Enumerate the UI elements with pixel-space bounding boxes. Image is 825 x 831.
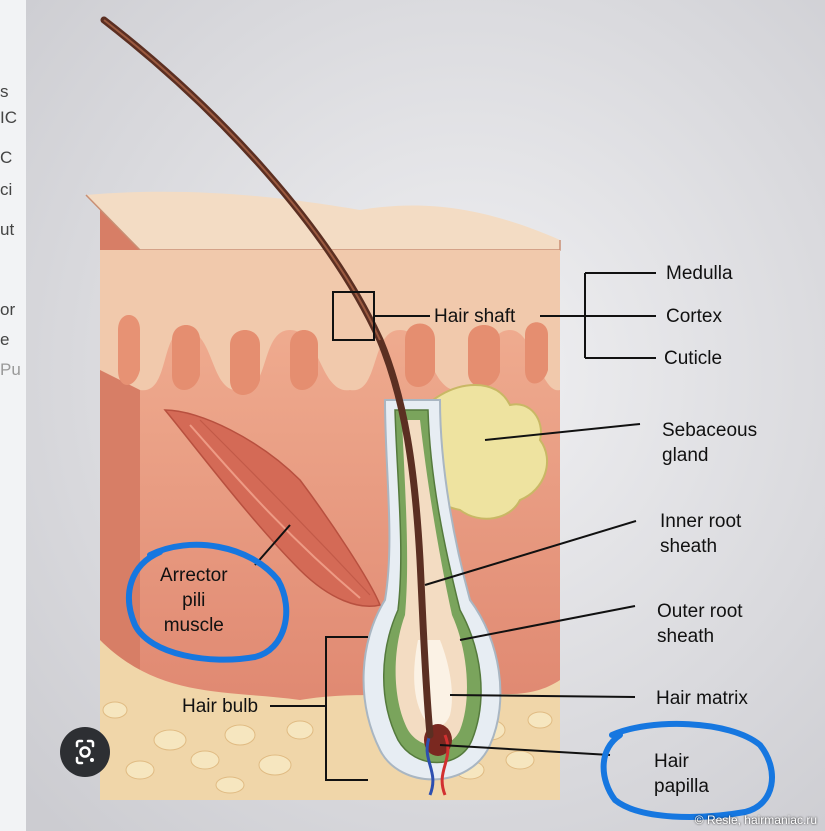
label-cortex: Cortex bbox=[666, 306, 722, 327]
arrector-pili-muscle bbox=[163, 409, 382, 607]
screen-text-fragment: ci bbox=[0, 180, 13, 199]
label-arrector-pili-muscle: Arrector pili muscle bbox=[160, 565, 228, 636]
skin-block bbox=[85, 191, 561, 800]
label-hair-shaft: Hair shaft bbox=[434, 306, 516, 327]
label-medulla: Medulla bbox=[666, 263, 733, 284]
background-screen-edge: s IC C ci ut or e Pu bbox=[0, 0, 26, 831]
google-lens-button[interactable] bbox=[60, 727, 110, 777]
google-lens-icon bbox=[75, 739, 95, 765]
screen-text-fragment: ut bbox=[0, 220, 15, 239]
label-cuticle: Cuticle bbox=[664, 348, 723, 369]
label-hair-bulb: Hair bulb bbox=[182, 696, 259, 717]
annotation-circles bbox=[126, 541, 775, 820]
label-sebaceous-gland: Sebaceous gland bbox=[662, 420, 758, 466]
screen-text-fragment: e bbox=[0, 330, 10, 349]
hair-shaft-strand bbox=[100, 16, 434, 739]
screen-text-fragment: IC bbox=[0, 108, 17, 127]
label-hair-papilla: Hair papilla bbox=[654, 751, 709, 797]
label-hair-matrix: Hair matrix bbox=[656, 688, 748, 709]
label-outer-root-sheath: Outer root sheath bbox=[657, 601, 743, 647]
pointer-lines bbox=[254, 272, 656, 781]
image-credit: © Resle, hairmaniac.ru bbox=[694, 813, 817, 827]
screen-text-fragment: or bbox=[0, 300, 16, 319]
screen-text-fragment: s bbox=[0, 82, 9, 101]
screen-text-fragment: C bbox=[0, 148, 13, 167]
screen-text-fragment: Pu bbox=[0, 360, 21, 379]
label-inner-root-sheath: Inner root sheath bbox=[660, 511, 742, 557]
